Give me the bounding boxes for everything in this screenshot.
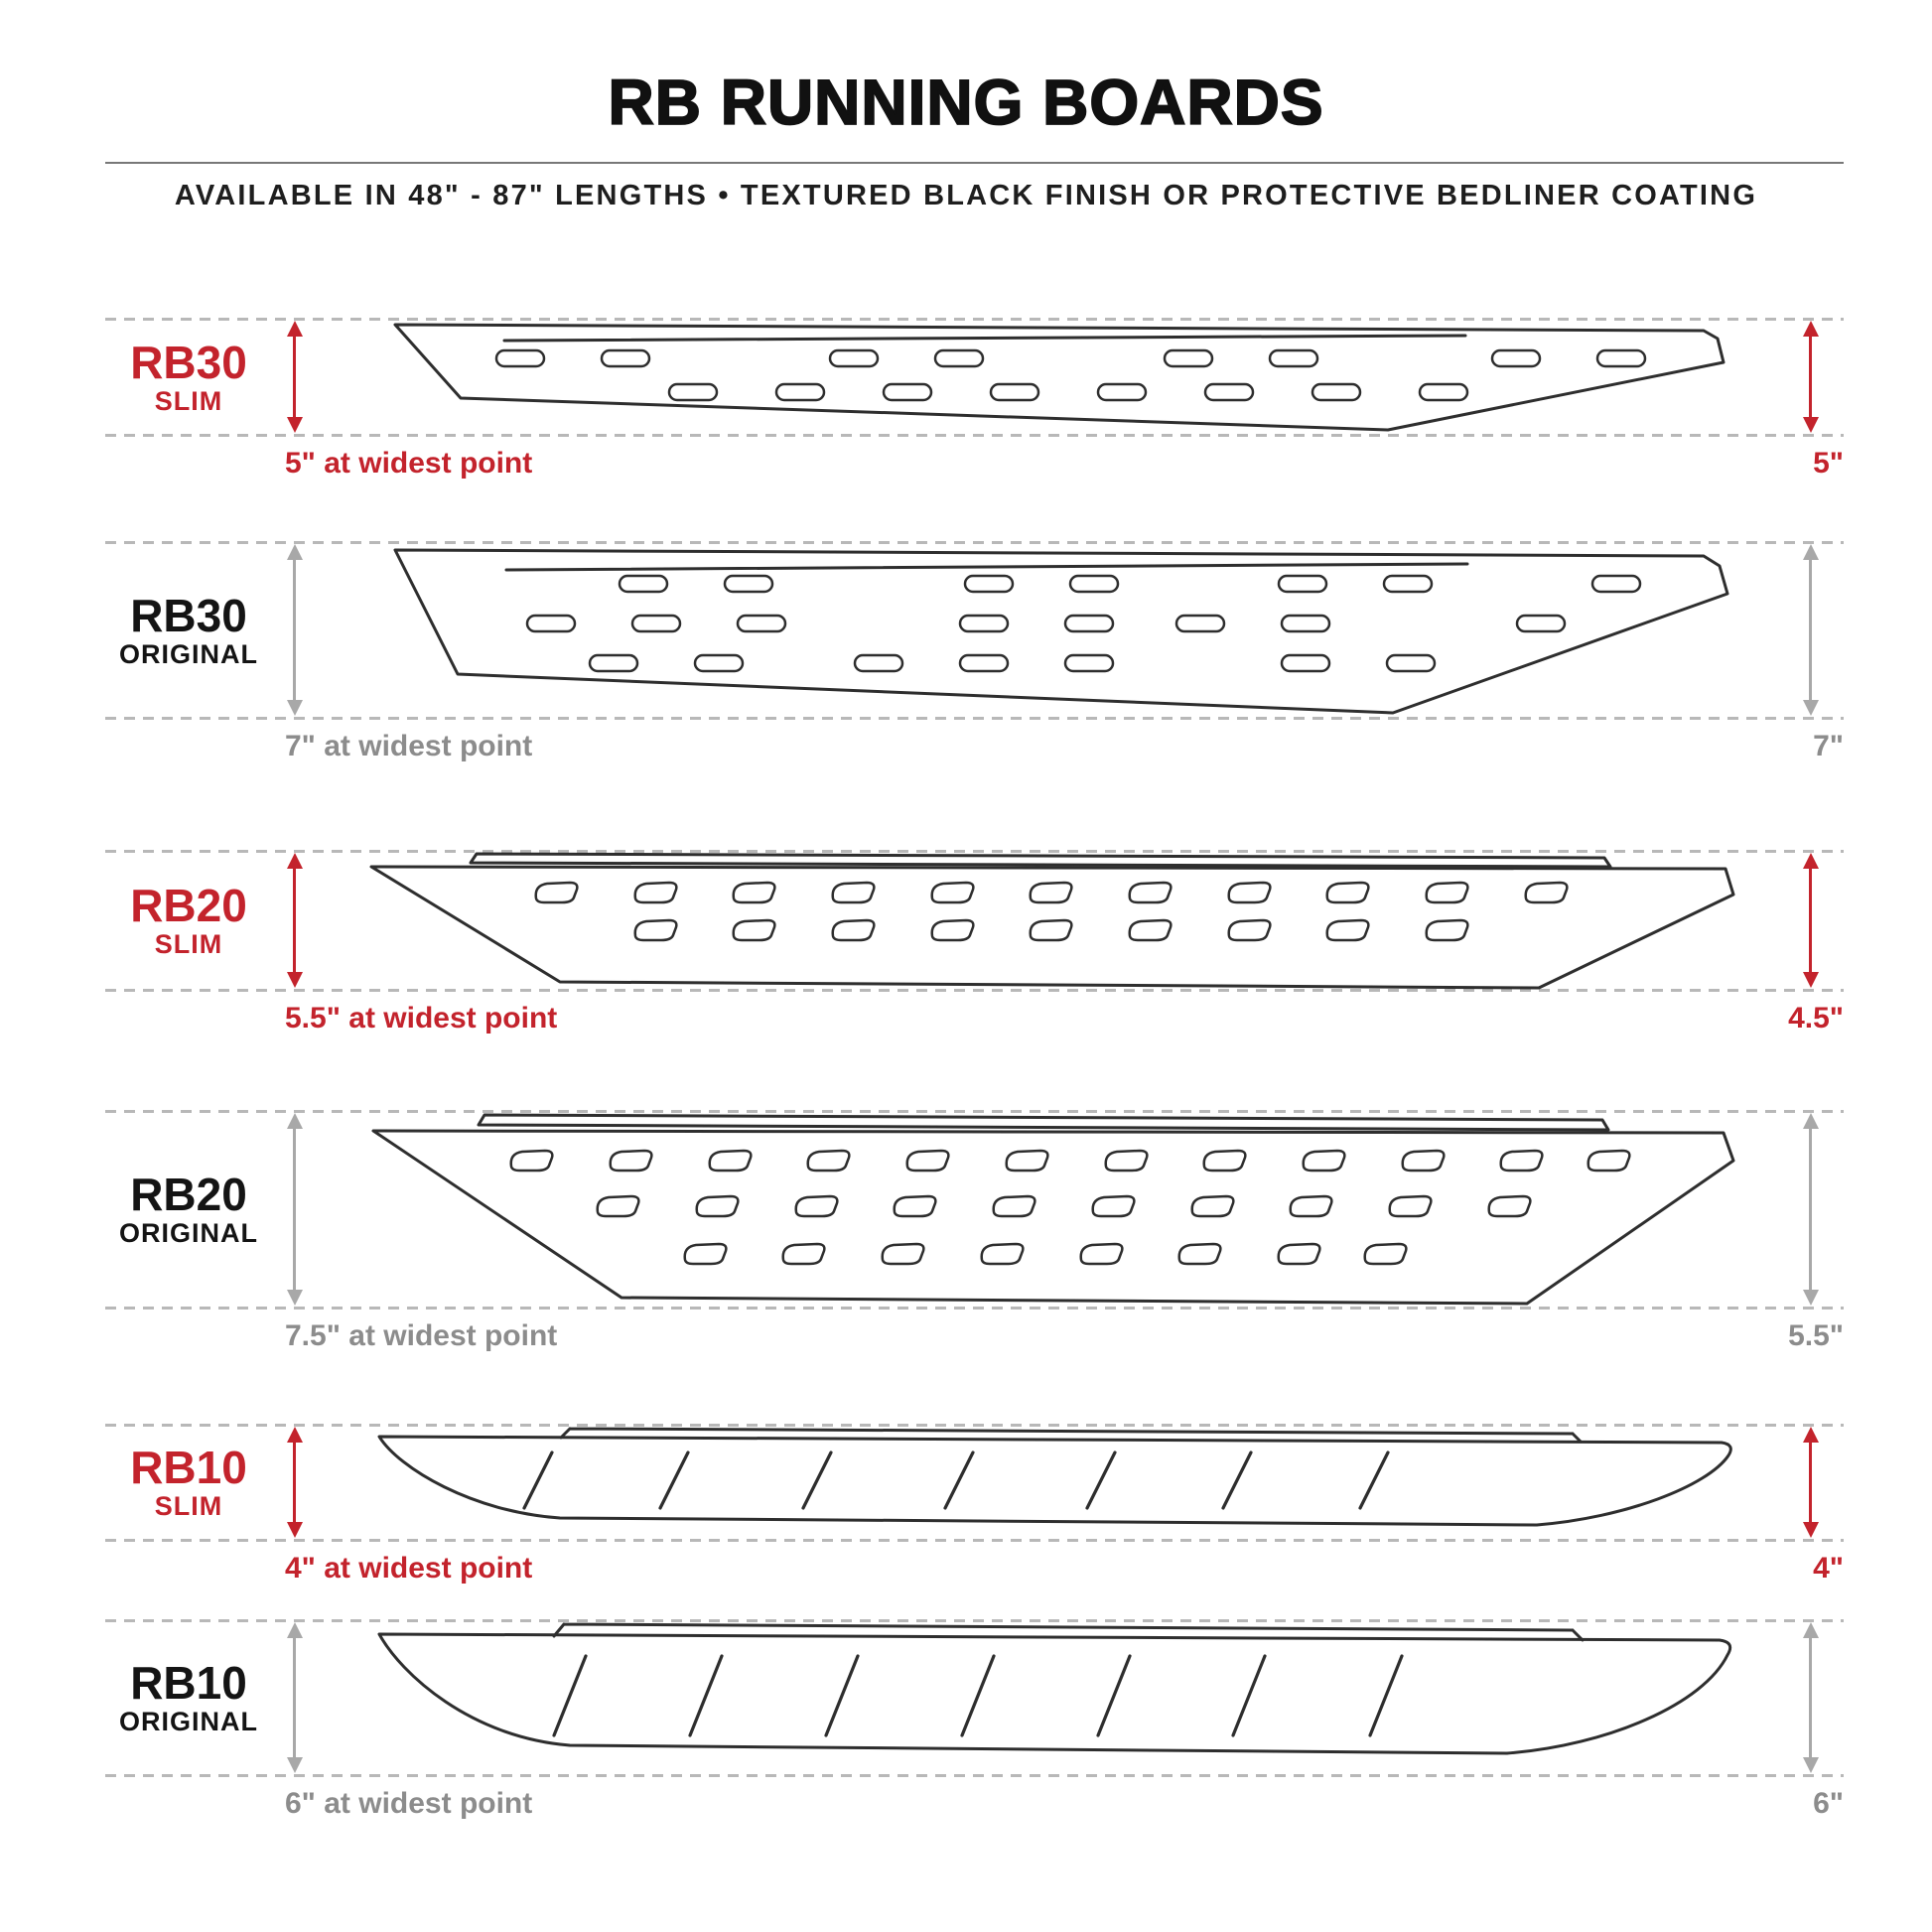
variant-name: ORIGINAL [119, 638, 258, 669]
width-caption: 6" at widest point [285, 1787, 533, 1820]
height-arrow-left [286, 1622, 303, 1773]
board-row-rb20-original: RB20 ORIGINAL 7.5" at widest point 5.5" [0, 1110, 1932, 1352]
width-caption: 4" at widest point [285, 1552, 533, 1585]
height-arrow-left [286, 1113, 303, 1306]
width-caption: 5.5" at widest point [285, 1002, 558, 1035]
variant-name: SLIM [154, 929, 223, 959]
dash-line-bottom [105, 1539, 1844, 1542]
model-name: RB30 [130, 589, 247, 641]
height-arrow-left [286, 1427, 303, 1538]
height-caption: 6" [1813, 1787, 1844, 1820]
model-name: RB20 [130, 1169, 247, 1220]
dash-line-top [105, 1110, 1844, 1113]
board-row-rb20-slim: RB20 SLIM 5.5" at widest point 4.5" [0, 850, 1932, 1035]
height-arrow-right [1802, 544, 1819, 716]
row-label: RB20 SLIM [97, 851, 280, 990]
height-arrow-right [1802, 321, 1819, 433]
dash-line-bottom [105, 717, 1844, 720]
row-label: RB30 ORIGINAL [97, 542, 280, 718]
board-drawing-rb10-slim [377, 1427, 1732, 1527]
dash-line-bottom [105, 989, 1844, 992]
row-label: RB30 SLIM [97, 319, 280, 435]
dash-line-bottom [105, 434, 1844, 437]
variant-name: SLIM [154, 385, 223, 416]
row-label: RB10 SLIM [97, 1425, 280, 1540]
dash-line-bottom [105, 1307, 1844, 1310]
dash-line-top [105, 1424, 1844, 1427]
height-arrow-left [286, 544, 303, 716]
dash-line-top [105, 1619, 1844, 1622]
model-name: RB10 [130, 1442, 247, 1493]
board-drawing-rb10-original [377, 1622, 1732, 1755]
page-title: RB RUNNING BOARDS [608, 66, 1324, 139]
model-name: RB30 [130, 336, 247, 388]
dash-line-top [105, 318, 1844, 321]
variant-name: ORIGINAL [119, 1707, 258, 1736]
dash-line-top [105, 541, 1844, 544]
height-arrow-left [286, 853, 303, 988]
width-caption: 5" at widest point [285, 447, 533, 480]
board-row-rb10-slim: RB10 SLIM 4" at widest point 4" [0, 1424, 1932, 1585]
board-drawing-rb20-original [371, 1113, 1735, 1306]
height-caption: 4.5" [1788, 1002, 1844, 1035]
height-caption: 4" [1813, 1552, 1844, 1585]
board-drawing-rb20-slim [369, 852, 1735, 990]
variant-name: SLIM [154, 1491, 223, 1521]
height-arrow-right [1802, 853, 1819, 988]
board-row-rb30-original: RB30 ORIGINAL 7" at widest point 7" [0, 541, 1932, 762]
height-arrow-right [1802, 1427, 1819, 1538]
model-name: RB10 [130, 1657, 247, 1709]
page-subtitle: AVAILABLE IN 48" - 87" LENGTHS • TEXTURE… [174, 180, 1758, 211]
height-arrow-right [1802, 1622, 1819, 1773]
height-arrow-right [1802, 1113, 1819, 1306]
board-drawing-rb30-slim [393, 323, 1725, 432]
dash-line-top [105, 850, 1844, 853]
height-caption: 5.5" [1788, 1319, 1844, 1352]
board-drawing-rb30-original [393, 548, 1729, 715]
header-divider [105, 162, 1844, 164]
width-caption: 7.5" at widest point [285, 1319, 558, 1352]
model-name: RB20 [130, 880, 247, 931]
height-caption: 7" [1813, 730, 1844, 762]
variant-name: ORIGINAL [119, 1218, 258, 1248]
height-caption: 5" [1813, 447, 1844, 480]
width-caption: 7" at widest point [285, 730, 533, 762]
dash-line-bottom [105, 1774, 1844, 1777]
board-row-rb10-original: RB10 ORIGINAL 6" at widest point 6" [0, 1619, 1932, 1820]
row-label: RB20 ORIGINAL [97, 1111, 280, 1308]
board-row-rb30-slim: RB30 SLIM 5" at widest point 5" [0, 318, 1932, 480]
row-label: RB10 ORIGINAL [97, 1620, 280, 1775]
height-arrow-left [286, 321, 303, 433]
